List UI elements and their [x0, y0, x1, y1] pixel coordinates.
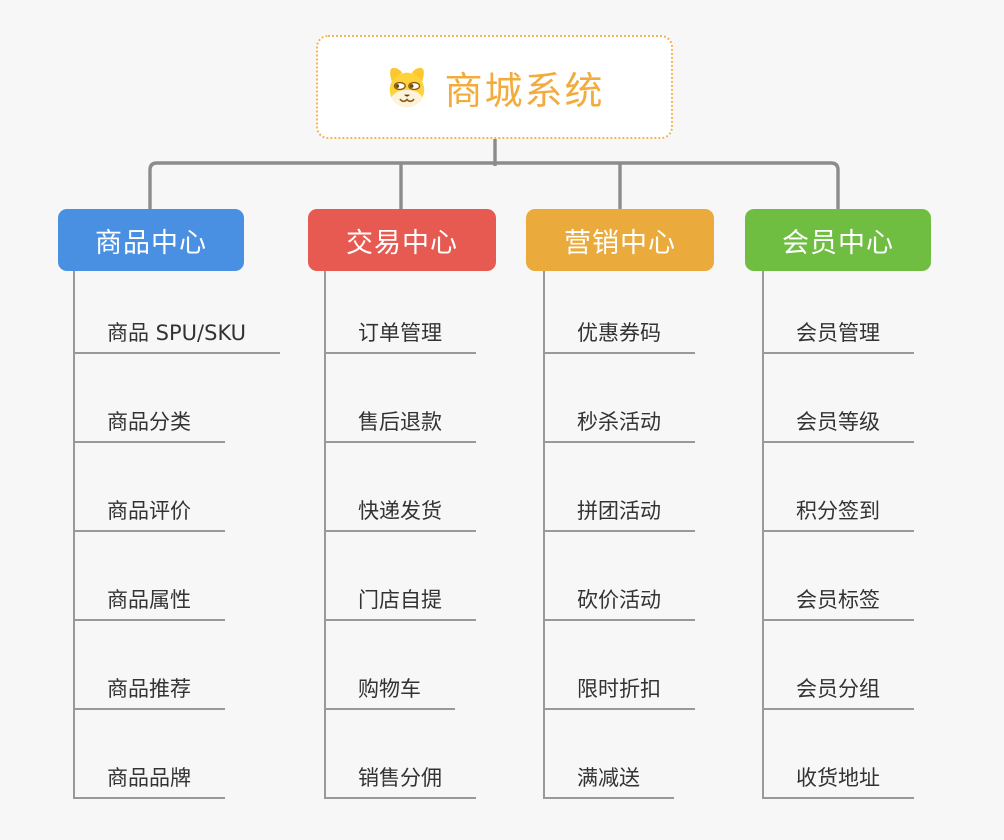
leaf-node[interactable]: 快递发货 — [326, 443, 476, 532]
branch-node-member-center[interactable]: 会员中心 — [745, 209, 931, 271]
root-title: 商城系统 — [444, 68, 605, 113]
leaf-node[interactable]: 满减送 — [545, 710, 674, 799]
leaf-node[interactable]: 门店自提 — [326, 532, 476, 621]
leaf-node[interactable]: 限时折扣 — [545, 621, 695, 710]
leaf-node[interactable]: 会员管理 — [764, 271, 914, 354]
branch-label: 会员中心 — [782, 227, 894, 259]
leaf-node[interactable]: 购物车 — [326, 621, 455, 710]
branch-label: 营销中心 — [564, 227, 676, 259]
leaf-node[interactable]: 会员分组 — [764, 621, 914, 710]
leaf-node[interactable]: 商品品牌 — [75, 710, 225, 799]
branch-items-trade-center: 订单管理 售后退款 快递发货 门店自提 购物车 销售分佣 — [324, 271, 476, 799]
leaf-node[interactable]: 会员等级 — [764, 354, 914, 443]
leaf-node[interactable]: 商品评价 — [75, 443, 225, 532]
branch-node-trade-center[interactable]: 交易中心 — [308, 209, 496, 271]
branch-items-member-center: 会员管理 会员等级 积分签到 会员标签 会员分组 收货地址 — [762, 271, 914, 799]
leaf-node[interactable]: 收货地址 — [764, 710, 914, 799]
leaf-node[interactable]: 商品 SPU/SKU — [75, 271, 281, 354]
leaf-node[interactable]: 积分签到 — [764, 443, 914, 532]
leaf-node[interactable]: 优惠券码 — [545, 271, 695, 354]
leaf-node[interactable]: 秒杀活动 — [545, 354, 695, 443]
leaf-node[interactable]: 销售分佣 — [326, 710, 476, 799]
connector-main-rail — [148, 161, 840, 209]
leaf-node[interactable]: 订单管理 — [326, 271, 476, 354]
leaf-node[interactable]: 商品分类 — [75, 354, 225, 443]
branch-items-marketing-center: 优惠券码 秒杀活动 拼团活动 砍价活动 限时折扣 满减送 — [543, 271, 695, 799]
branch-items-product-center: 商品 SPU/SKU 商品分类 商品评价 商品属性 商品推荐 商品品牌 — [73, 271, 281, 799]
leaf-node[interactable]: 商品属性 — [75, 532, 225, 621]
root-node[interactable]: 商城系统 — [316, 35, 673, 139]
branch-label: 交易中心 — [346, 227, 458, 259]
branch-node-marketing-center[interactable]: 营销中心 — [526, 209, 714, 271]
leaf-node[interactable]: 售后退款 — [326, 354, 476, 443]
leaf-node[interactable]: 拼团活动 — [545, 443, 695, 532]
dog-face-icon — [390, 67, 425, 108]
leaf-node[interactable]: 会员标签 — [764, 532, 914, 621]
branch-label: 商品中心 — [95, 227, 207, 259]
leaf-node[interactable]: 商品推荐 — [75, 621, 225, 710]
leaf-node[interactable]: 砍价活动 — [545, 532, 695, 621]
branch-node-product-center[interactable]: 商品中心 — [58, 209, 244, 271]
